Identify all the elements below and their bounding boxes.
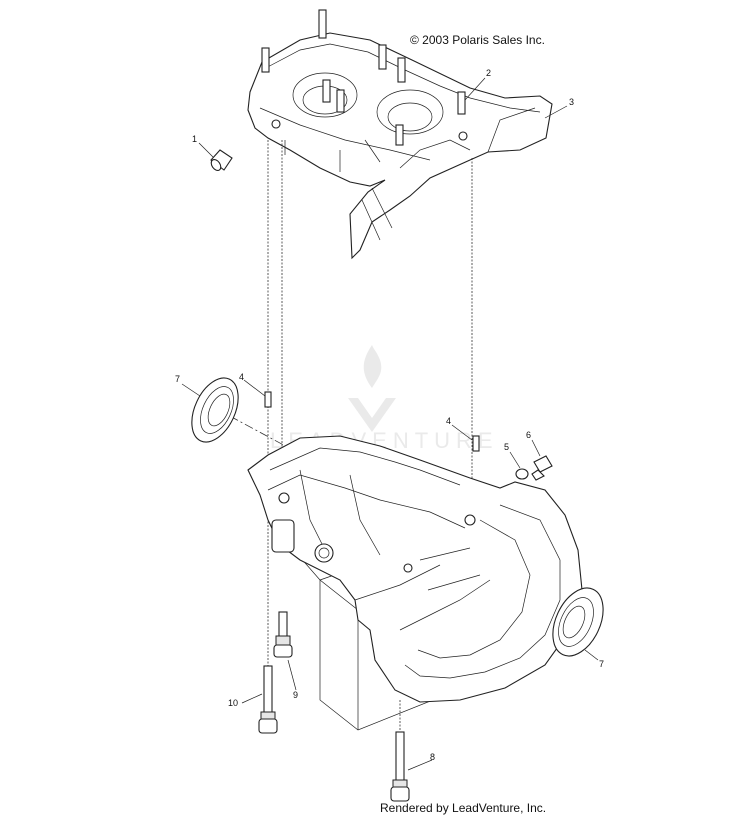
callout-8: 8 bbox=[430, 752, 435, 762]
callout-1: 1 bbox=[192, 134, 197, 144]
copyright-notice: © 2003 Polaris Sales Inc. bbox=[410, 33, 545, 47]
bolt-short bbox=[273, 611, 293, 658]
callout-4-left: 4 bbox=[239, 372, 244, 382]
bolt-long-bottom bbox=[390, 731, 410, 802]
crankshaft-seal-left bbox=[191, 377, 239, 443]
dowel-right bbox=[472, 435, 480, 452]
dowel-pin bbox=[210, 149, 233, 171]
dowel-left bbox=[264, 391, 272, 408]
callout-4-right: 4 bbox=[446, 416, 451, 426]
upper-case-studs bbox=[261, 9, 466, 146]
leader-lines bbox=[181, 77, 599, 771]
washer bbox=[515, 468, 529, 480]
callout-10: 10 bbox=[228, 698, 238, 708]
callout-numbers: 1 2 3 7 4 4 5 6 7 8 9 10 bbox=[175, 68, 604, 762]
callout-2: 2 bbox=[486, 68, 491, 78]
lower-crankcase bbox=[247, 435, 583, 731]
callout-7-right: 7 bbox=[599, 659, 604, 669]
drain-plug bbox=[531, 455, 553, 481]
leadventure-watermark: LEADVENTURE bbox=[270, 345, 493, 453]
callout-5: 5 bbox=[504, 442, 509, 452]
crankshaft-seal-right bbox=[552, 587, 604, 657]
callout-6: 6 bbox=[526, 430, 531, 440]
upper-crankcase bbox=[247, 9, 553, 260]
rendered-by-notice: Rendered by LeadVenture, Inc. bbox=[380, 801, 547, 815]
callout-7-left: 7 bbox=[175, 374, 180, 384]
bolt-long-left bbox=[258, 665, 278, 734]
callout-3: 3 bbox=[569, 97, 574, 107]
callout-9: 9 bbox=[293, 690, 298, 700]
